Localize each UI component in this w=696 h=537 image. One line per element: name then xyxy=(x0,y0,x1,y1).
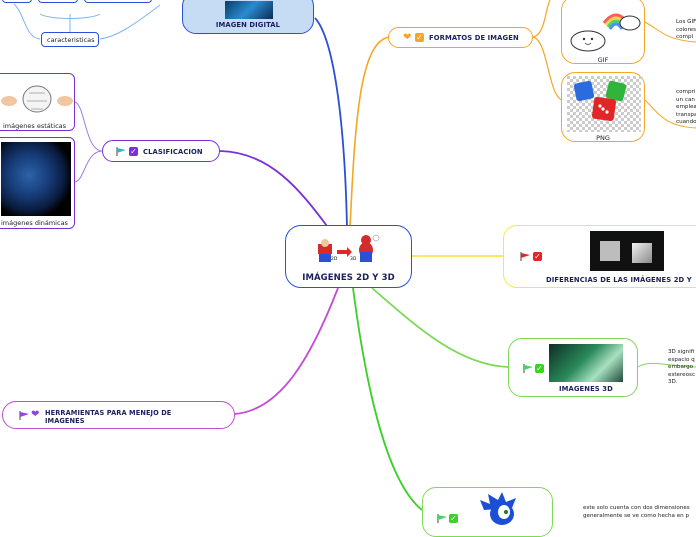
diferencias-node[interactable]: ✓ DIFERENCIAS DE LAS IMÁGENES 2D Y xyxy=(503,225,696,288)
check-icon: ✓ xyxy=(415,33,424,42)
flag-icon xyxy=(437,514,447,523)
imagenes3d-title: IMAGENES 3D xyxy=(559,385,613,393)
formatos-title: FORMATOS DE IMAGEN xyxy=(429,34,519,42)
connector-formatos xyxy=(349,36,391,229)
sonic-picture xyxy=(480,492,516,525)
imagenes3d-picture xyxy=(549,344,623,382)
central-node[interactable]: 2D 3D IMÁGENES 2D Y 3D xyxy=(285,225,412,288)
estaticas-label: imágenes estáticas xyxy=(3,122,67,130)
flag-icon xyxy=(520,252,530,261)
caracteristicas-label: caracteristicas xyxy=(47,36,95,44)
flag-icon xyxy=(523,364,533,373)
imagen-digital-title: IMAGEN DIGITAL xyxy=(215,21,281,29)
formatos-node[interactable]: ❤ ✓ FORMATOS DE IMAGEN xyxy=(388,27,533,48)
connector-imagen-digital xyxy=(314,17,348,229)
png-note: compri un can emplea transpa cuando xyxy=(676,89,696,125)
herramientas-title: HERRAMIENTAS PARA MENEJO DE IMAGENES xyxy=(45,409,172,425)
flag-icon xyxy=(19,411,29,420)
dinamicas-node[interactable]: imágenes dinámicas xyxy=(0,137,75,229)
gif-label: GIF xyxy=(597,56,609,64)
label-2d: 2D xyxy=(331,257,338,262)
label-3d: 3D xyxy=(350,257,357,262)
connector-clasificacion xyxy=(219,150,328,227)
mindmap-connectors xyxy=(13,0,696,511)
imagen-digital-node[interactable]: IMAGEN DIGITAL xyxy=(182,0,314,34)
caracteristicas-node[interactable]: caracteristicas xyxy=(41,32,99,47)
estaticas-node[interactable]: imágenes estáticas xyxy=(0,73,75,131)
imagen-digital-picture xyxy=(225,1,273,19)
check-icon: ✓ xyxy=(129,147,138,156)
png-label: PNG xyxy=(596,134,610,142)
connector-herramientas xyxy=(234,287,339,415)
diferencias-picture xyxy=(590,231,664,271)
dinamicas-picture xyxy=(1,142,71,216)
gif-picture xyxy=(570,13,641,52)
diferencias-title: DIFERENCIAS DE LAS IMÁGENES 2D Y xyxy=(546,276,692,284)
gif-node[interactable]: GIF xyxy=(561,0,645,64)
clasificacion-title: CLASIFICACION xyxy=(143,148,203,156)
check-icon: ✓ xyxy=(449,514,458,523)
top-left-partial-boxes xyxy=(0,0,160,4)
check-icon: ✓ xyxy=(535,364,544,373)
mario-2d-3d-picture xyxy=(318,234,380,262)
connector-bottom xyxy=(352,287,423,511)
flag-icon xyxy=(116,147,126,156)
png-node[interactable]: PNG xyxy=(561,72,645,142)
central-title: IMÁGENES 2D Y 3D xyxy=(302,273,395,283)
estaticas-picture xyxy=(1,85,73,113)
bottom-note: este solo cuenta con dos dimensiones gen… xyxy=(583,505,690,519)
check-icon: ✓ xyxy=(533,252,542,261)
png-picture xyxy=(567,76,641,132)
herramientas-node[interactable]: ❤ HERRAMIENTAS PARA MENEJO DE IMAGENES xyxy=(2,401,235,429)
connector-imagenes3d xyxy=(371,287,509,368)
gif-note: Los GIF colores compl xyxy=(676,19,696,40)
heart-icon: ❤ xyxy=(403,32,412,43)
imagenes3d-node[interactable]: ✓ IMAGENES 3D xyxy=(508,338,638,397)
imagenes3d-note: 3D signifi espacio q embargo estereosc 3… xyxy=(668,349,696,385)
dinamicas-label: imágenes dinámicas xyxy=(1,219,68,227)
heart-icon: ❤ xyxy=(31,409,40,420)
bottom-node[interactable]: ✓ xyxy=(422,487,553,537)
clasificacion-node[interactable]: ✓ CLASIFICACION xyxy=(102,140,220,162)
